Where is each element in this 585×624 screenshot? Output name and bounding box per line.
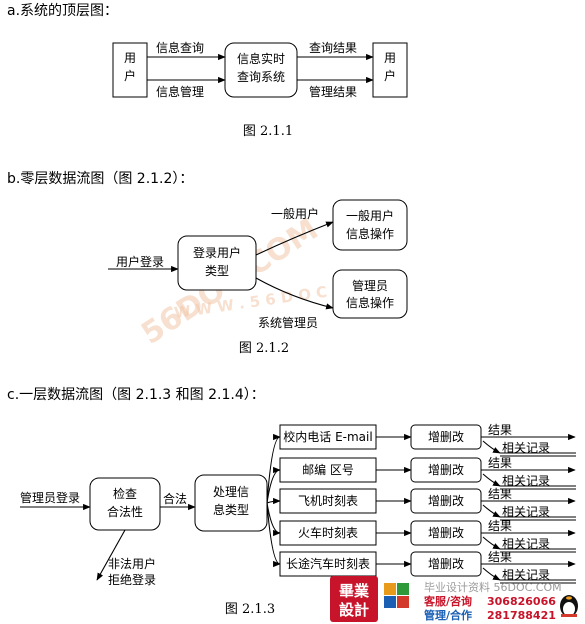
entity-user-right-line1: 用 — [384, 51, 396, 65]
flow-related-2 — [482, 504, 501, 518]
process-info-type-line1: 处理信 — [213, 485, 249, 499]
flow-related-4 — [482, 567, 501, 581]
process-check-legality-line2: 合法性 — [107, 504, 143, 519]
process-admin-op-line2: 信息操作 — [346, 295, 394, 310]
entity-user-left-line2: 户 — [124, 68, 136, 83]
process-edit-label: 增删改 — [428, 557, 464, 571]
label-user-login: 用户登录 — [116, 254, 164, 269]
flow-branch-4 — [266, 502, 281, 568]
flow-branch-3 — [266, 502, 281, 537]
store-type-label: 校内电话 E-mail — [283, 429, 372, 444]
process-realtime-query-line1: 信息实时 — [237, 51, 285, 66]
badge-manage-label: 管理/合作 — [424, 608, 472, 622]
section-title-top: a.系统的顶层图： — [7, 3, 118, 19]
label-related-records: 相关记录 — [502, 474, 550, 488]
flow-branch-1 — [266, 466, 281, 504]
store-type-label: 火车时刻表 — [298, 525, 358, 540]
process-check-legality-line1: 检查 — [113, 486, 137, 501]
label-result: 结果 — [488, 456, 512, 470]
flow-general-user — [255, 221, 334, 256]
label-query-result: 查询结果 — [309, 41, 357, 55]
process-admin-op-line1: 管理员 — [352, 278, 388, 293]
diagram-top-level: 用 户 信息实时 查询系统 用 户 信息查询 信息管理 查询结果 管理结果 — [112, 40, 408, 99]
store-type-label: 邮编 区号 — [302, 462, 354, 477]
flow-branch-0 — [266, 433, 281, 504]
caption-2-1-2: 图 2.1.2 — [239, 341, 289, 356]
store-type-1 — [279, 457, 377, 483]
label-system-admin: 系统管理员 — [258, 315, 318, 330]
flow-illegal — [96, 529, 126, 581]
site-badge: 畢業 設計 毕业设计资料 56DOC.COM 客服/咨询 管理/合作 30682… — [330, 576, 578, 622]
entity-user-left-line1: 用 — [124, 51, 136, 65]
badge-logo-line2: 設計 — [339, 601, 369, 619]
process-login-type-line2: 类型 — [205, 264, 229, 278]
label-result: 结果 — [488, 519, 512, 533]
store-type-3 — [279, 520, 377, 546]
label-illegal-line2: 拒绝登录 — [108, 572, 156, 587]
badge-service-number: 306826066 — [487, 595, 556, 608]
entity-user-left — [112, 42, 148, 98]
process-info-type-line2: 息类型 — [213, 502, 249, 517]
label-illegal-line1: 非法用户 — [108, 556, 156, 571]
puzzle-icon — [384, 583, 409, 608]
label-admin-login: 管理员登录 — [20, 490, 80, 505]
section-title-one: c.一层数据流图（图 2.1.3 和图 2.1.4）： — [7, 387, 265, 403]
store-type-label: 飞机时刻表 — [298, 494, 358, 508]
process-general-user-op — [332, 199, 408, 251]
label-info-manage: 信息管理 — [156, 84, 204, 99]
label-manage-result: 管理结果 — [309, 84, 357, 99]
process-realtime-query-line2: 查询系统 — [237, 70, 285, 84]
diagram-zero-level: 用户登录 登录用户 类型 一般用户 信息操作 管理员 信息操作 一般用户 系统管… — [108, 199, 408, 330]
process-admin-op — [332, 269, 408, 319]
process-login-type — [177, 235, 257, 291]
process-realtime-query — [224, 42, 298, 98]
store-type-0 — [279, 424, 377, 450]
caption-2-1-1: 图 2.1.1 — [243, 124, 293, 139]
store-type-2 — [279, 488, 377, 514]
process-general-user-op-line1: 一般用户 — [346, 208, 394, 223]
caption-2-1-3: 图 2.1.3 — [225, 602, 275, 617]
store-type-4 — [279, 551, 377, 577]
badge-service-label: 客服/咨询 — [423, 594, 472, 608]
entity-user-right — [372, 42, 408, 98]
label-info-query: 信息查询 — [156, 40, 204, 55]
badge-manage-number: 281788421 — [487, 609, 556, 622]
label-related-records: 相关记录 — [502, 537, 550, 551]
process-edit-label: 增删改 — [428, 463, 464, 477]
badge-tagline: 毕业设计资料 56DOC.COM — [424, 580, 562, 594]
process-login-type-line1: 登录用户 — [193, 245, 241, 260]
entity-user-right-line2: 户 — [384, 68, 396, 83]
process-general-user-op-line2: 信息操作 — [346, 226, 394, 241]
process-edit-label: 增删改 — [428, 494, 464, 508]
penguin-icon — [560, 595, 578, 617]
store-type-label: 长途汽车时刻表 — [286, 556, 370, 571]
section-title-zero: b.零层数据流图（图 2.1.2）： — [7, 171, 193, 187]
flow-related-0 — [482, 440, 501, 454]
label-general-user: 一般用户 — [271, 206, 319, 221]
badge-logo-line1: 畢業 — [339, 582, 370, 600]
label-related-records: 相关记录 — [502, 441, 550, 455]
label-result: 结果 — [488, 550, 512, 564]
process-check-legality — [89, 477, 161, 531]
label-related-records: 相关记录 — [502, 505, 550, 519]
process-edit-label: 增删改 — [428, 430, 464, 444]
flow-branch-2 — [266, 497, 281, 505]
badge-logo — [330, 576, 378, 622]
process-edit-label: 增删改 — [428, 526, 464, 540]
flow-related-3 — [482, 536, 501, 550]
label-legal: 合法 — [163, 491, 187, 506]
label-result: 结果 — [488, 423, 512, 437]
flow-system-admin — [255, 277, 334, 310]
label-related-records: 相关记录 — [502, 568, 550, 582]
flow-related-1 — [482, 473, 501, 487]
label-result: 结果 — [488, 487, 512, 501]
diagram-one-level: 管理员登录 检查 合法性 合法 处理信 息类型 非法用户 拒绝登录 校内电话 E… — [20, 423, 576, 587]
